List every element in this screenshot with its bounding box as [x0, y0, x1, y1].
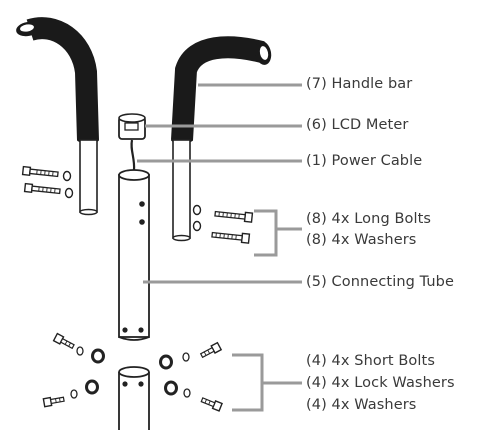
label-short-washers: (4) 4x Washers: [306, 397, 417, 413]
label-connecting-tube: (5) Connecting Tube: [306, 274, 455, 290]
lcd-meter: [118, 113, 146, 140]
label-long-bolts: (8) 4x Long Bolts: [306, 211, 432, 227]
label-handle-bar: (7) Handle bar: [306, 76, 413, 92]
left-handle-bar: [16, 17, 99, 216]
bracket-short-hardware: [232, 353, 302, 412]
label-short-bolts: (4) 4x Short Bolts: [306, 353, 435, 369]
lower-post: [118, 366, 150, 430]
long-bolts: [192, 204, 254, 244]
lower-right-hardware: [159, 341, 223, 412]
label-lcd-meter: (6) LCD Meter: [306, 117, 409, 133]
power-cable: [130, 139, 136, 171]
label-long-washers: (8) 4x Washers: [306, 232, 417, 248]
label-power-cable: (1) Power Cable: [306, 153, 423, 169]
label-lock-washers: (4) 4x Lock Washers: [306, 375, 455, 391]
upper-left-bolts: [21, 165, 74, 199]
leader-lines: [137, 83, 302, 412]
lower-left-hardware: [42, 332, 105, 408]
connecting-tube: [118, 169, 150, 341]
bracket-long-bolts: [254, 209, 302, 257]
right-handle-bar: [171, 36, 272, 242]
